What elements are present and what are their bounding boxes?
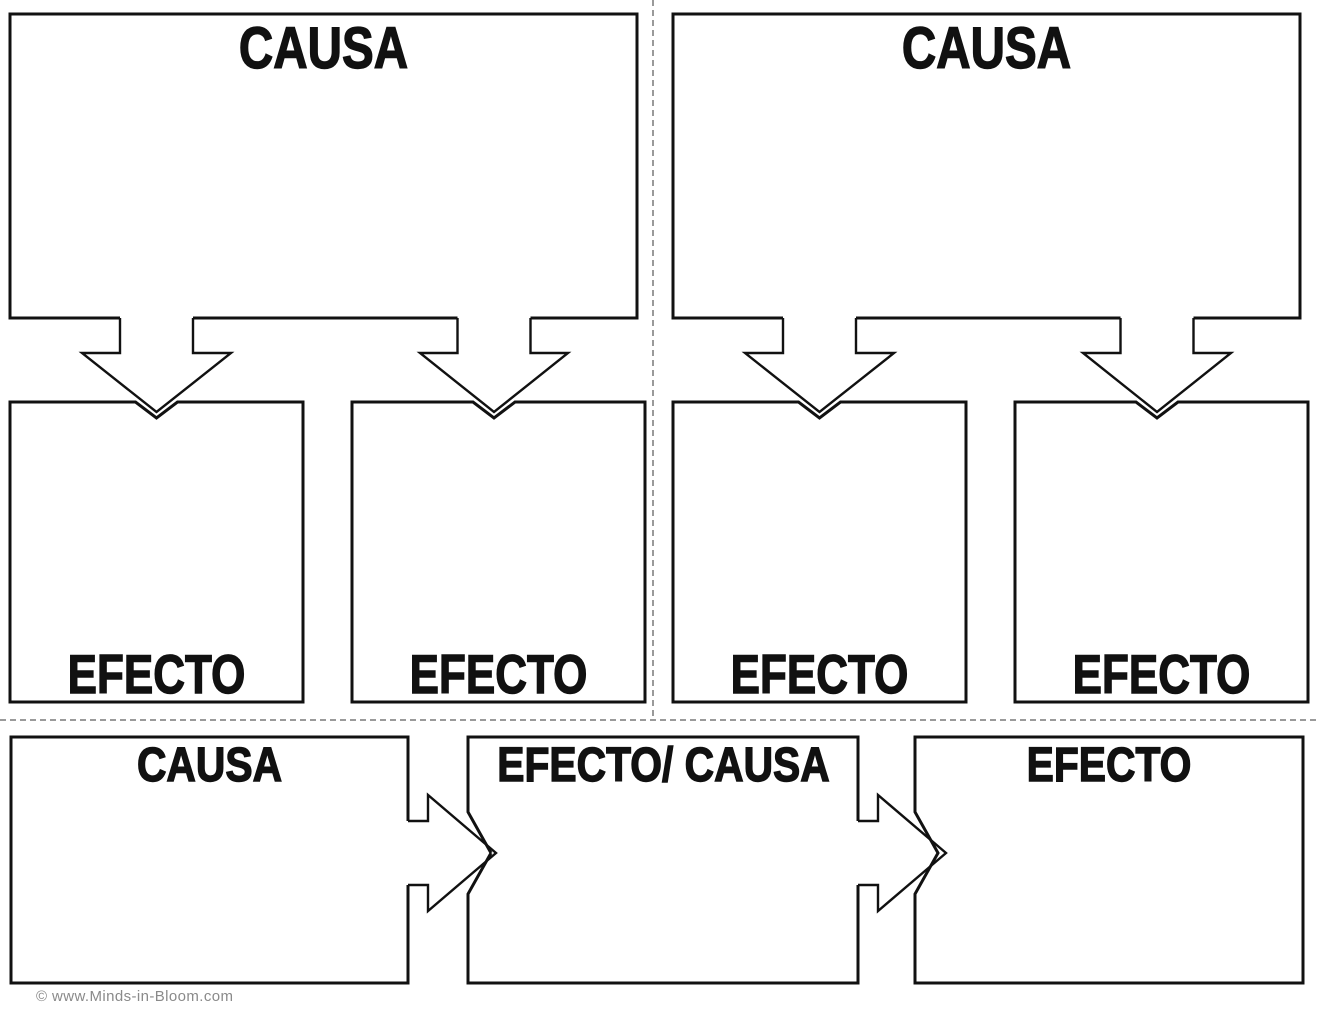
top-left-organizer: [8, 12, 647, 704]
cause-box-label: CAUSA: [238, 16, 409, 81]
copyright-text: © www.Minds-in-Bloom.com: [36, 988, 234, 1005]
right-arrow-first: [408, 792, 498, 914]
flow-middle-box-label: EFECTO/ CAUSA: [497, 739, 831, 792]
cause-box-label: CAUSA: [901, 16, 1072, 81]
right-arrow-second: [858, 792, 948, 914]
flow-cause-box-outline: [9, 735, 410, 985]
effect-box-label: EFECTO: [730, 643, 909, 705]
top-right-organizer: [671, 12, 1310, 704]
flow-effect-box-outline: [913, 735, 1305, 985]
flow-cause-box-label: CAUSA: [136, 739, 283, 792]
flow-middle-box-outline: [466, 735, 860, 985]
effect-box-label: EFECTO: [409, 643, 588, 705]
flow-effect-box-label: EFECTO: [1026, 739, 1192, 792]
bottom-flow-organizer: [9, 735, 1305, 985]
effect-box-label: EFECTO: [1072, 643, 1251, 705]
effect-box-label: EFECTO: [67, 643, 246, 705]
